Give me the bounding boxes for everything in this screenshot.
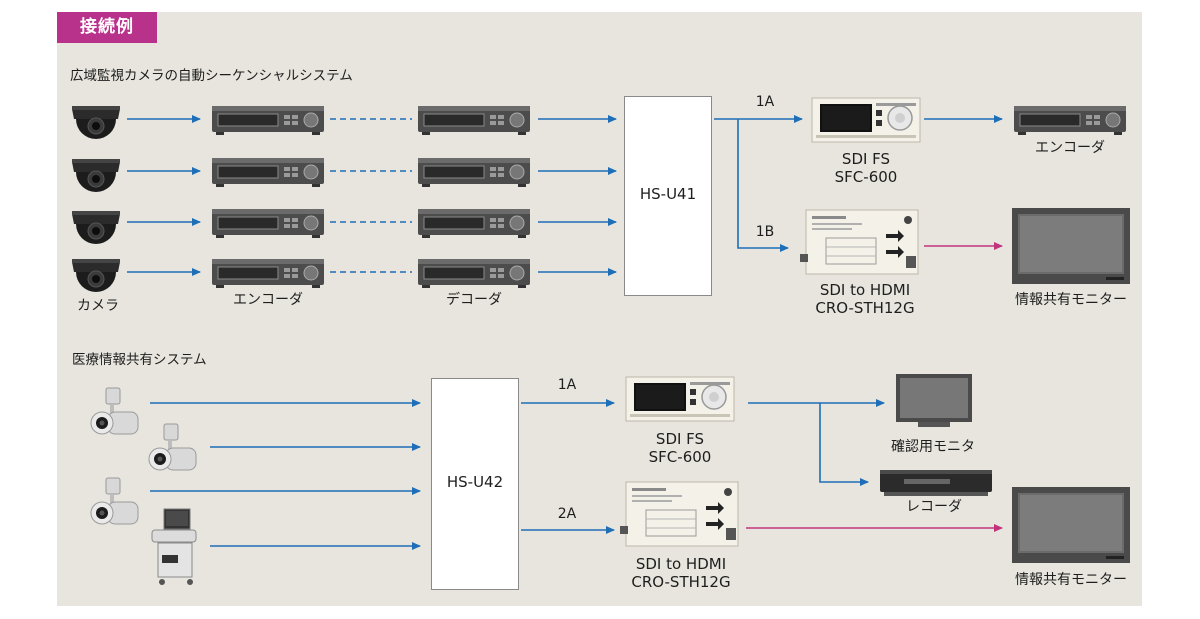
- label-encoder-out: エンコーダ: [1035, 140, 1105, 156]
- camera-4-icon: [71, 258, 121, 293]
- label-camera: カメラ: [77, 298, 119, 314]
- sdi-fs-2-model: SFC-600: [648, 448, 712, 466]
- label-recorder: レコーダ: [906, 499, 962, 515]
- monitor-2-icon: [1012, 487, 1130, 563]
- decoder-1-icon: [417, 105, 531, 136]
- system1-title: 広域監視カメラの自動シーケンシャルシステム: [70, 68, 353, 84]
- decoder-3-icon: [417, 208, 531, 239]
- hub-hs-u41: HS-U41: [624, 96, 712, 296]
- route-1a-s1: 1A: [755, 94, 775, 110]
- medical-camera-3-icon: [89, 476, 140, 526]
- sdi-fs-1-label: SDI FS: [841, 150, 891, 168]
- sdi-hdmi-1-model: CRO-STH12G: [815, 299, 915, 317]
- monitor-1-icon: [1012, 208, 1130, 284]
- medical-camera-2-icon: [147, 422, 198, 472]
- encoder-out-icon: [1013, 105, 1127, 136]
- system2-title: 医療情報共有システム: [72, 352, 207, 368]
- recorder-icon: [880, 470, 992, 496]
- decoder-2-icon: [417, 157, 531, 188]
- sdi-fs-1-model: SFC-600: [834, 168, 898, 186]
- encoder-2-icon: [211, 157, 325, 188]
- label-monitor-1: 情報共有モニター: [1015, 292, 1127, 308]
- route-1a-s2: 1A: [557, 377, 577, 393]
- sdi-hdmi-2-model: CRO-STH12G: [631, 573, 731, 591]
- camera-3-icon: [71, 210, 121, 245]
- label-decoder: デコーダ: [446, 292, 502, 308]
- encoder-4-icon: [211, 258, 325, 289]
- ultrasound-cart-icon: [151, 508, 197, 585]
- decoder-4-icon: [417, 258, 531, 289]
- sdi-hdmi-2-label: SDI to HDMI: [635, 555, 727, 573]
- label-encoder: エンコーダ: [233, 292, 303, 308]
- route-1b-s1: 1B: [755, 224, 775, 240]
- encoder-1-icon: [211, 105, 325, 136]
- sdi-fs-1-icon: [811, 97, 921, 143]
- sdi-hdmi-2-icon: [619, 481, 739, 547]
- check-monitor-icon: [896, 374, 972, 427]
- hub-hs-u41-label: HS-U41: [639, 185, 697, 203]
- hub-hs-u42-label: HS-U42: [446, 473, 504, 491]
- label-check-monitor: 確認用モニタ: [891, 439, 975, 455]
- label-monitor-2: 情報共有モニター: [1015, 572, 1127, 588]
- hub-hs-u42: HS-U42: [431, 378, 519, 590]
- sdi-hdmi-1-icon: [799, 209, 919, 275]
- camera-1-icon: [71, 105, 121, 140]
- route-2a-s2: 2A: [557, 506, 577, 522]
- section-tag: 接続例: [57, 12, 157, 43]
- medical-camera-1-icon: [89, 386, 140, 436]
- sdi-fs-2-label: SDI FS: [655, 430, 705, 448]
- encoder-3-icon: [211, 208, 325, 239]
- sdi-fs-2-icon: [625, 376, 735, 422]
- sdi-hdmi-1-label: SDI to HDMI: [819, 281, 911, 299]
- camera-2-icon: [71, 158, 121, 193]
